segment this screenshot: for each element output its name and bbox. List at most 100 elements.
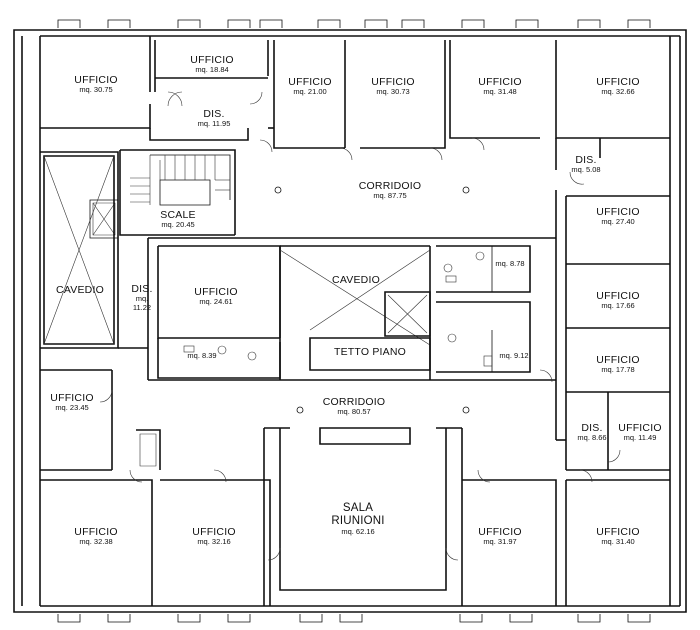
room-area: mq. 5.08 xyxy=(571,165,601,175)
room-area: mq. 24.61 xyxy=(199,297,233,307)
room-ufficio-o: UFFICIO mq. 31.97 xyxy=(478,526,521,547)
room-area: mq. 18.84 xyxy=(195,65,229,75)
room-area: mq. 31.40 xyxy=(601,537,635,547)
room-area: mq. 17.66 xyxy=(601,301,635,311)
room-name: CORRIDOIO xyxy=(322,396,386,408)
room-name: DIS. xyxy=(575,154,597,166)
room-name: UFFICIO xyxy=(288,76,332,88)
room-area: mq. 17.78 xyxy=(601,365,635,375)
room-name: UFFICIO xyxy=(618,422,662,434)
room-ufficio-b: UFFICIO mq. 18.84 xyxy=(190,54,233,75)
corridor-columns xyxy=(274,186,470,414)
room-area: mq. 9.12 xyxy=(499,351,529,360)
room-area: mq. 30.75 xyxy=(79,85,113,95)
room-wc-right: mq. 8.78 xyxy=(495,259,525,269)
room-dis-right: DIS. mq. 5.08 xyxy=(571,154,600,175)
room-ufficio-h: UFFICIO mq. 24.61 xyxy=(194,286,237,307)
room-name: UFFICIO xyxy=(190,54,234,66)
room-ufficio-a: UFFICIO mq. 30.75 xyxy=(74,74,117,95)
room-ufficio-i: UFFICIO mq. 17.66 xyxy=(596,290,639,311)
room-wc-left: mq. 8.39 xyxy=(187,351,217,361)
room-area: mq. 31.97 xyxy=(483,537,517,547)
room-name: DIS. xyxy=(203,108,225,120)
room-name: SCALE xyxy=(160,209,196,221)
right-room-walls xyxy=(555,190,670,471)
room-ufficio-n: UFFICIO mq. 32.16 xyxy=(192,526,235,547)
room-name: UFFICIO xyxy=(50,392,94,404)
room-name: UFFICIO xyxy=(596,354,640,366)
room-area: mq. xyxy=(135,294,149,304)
room-name: UFFICIO xyxy=(371,76,415,88)
room-name: DIS. xyxy=(131,283,153,295)
room-name: UFFICIO xyxy=(478,76,522,88)
room-dis-bottom: DIS. mq. 8.66 xyxy=(577,422,606,443)
room-name: UFFICIO xyxy=(74,526,118,538)
room-wc-right2: mq. 9.12 xyxy=(499,351,529,361)
room-ufficio-e: UFFICIO mq. 31.48 xyxy=(478,76,521,97)
door-swings-bottom xyxy=(99,369,621,561)
room-name: UFFICIO xyxy=(596,526,640,538)
room-ufficio-c: UFFICIO mq. 21.00 xyxy=(288,76,331,97)
room-name: DIS. xyxy=(581,422,603,434)
room-ufficio-f: UFFICIO mq. 32.66 xyxy=(596,76,639,97)
room-sala-riunioni: SALA RIUNIONI mq. 62.16 xyxy=(331,502,384,537)
room-dis-left: DIS. mq. 11.22 xyxy=(131,283,152,312)
room-name: CORRIDOIO xyxy=(358,180,422,192)
central-block-walls xyxy=(118,237,556,381)
room-area: mq. 21.00 xyxy=(293,87,327,97)
room-scale: SCALE mq. 20.45 xyxy=(160,209,195,230)
room-name: CAVEDIO xyxy=(332,274,380,286)
room-area: mq. 11.49 xyxy=(623,433,657,443)
room-name-line2: RIUNIONI xyxy=(331,515,385,528)
room-area: mq. 32.16 xyxy=(197,537,231,547)
room-ufficio-m: UFFICIO mq. 32.38 xyxy=(74,526,117,547)
door-swings-top xyxy=(167,91,585,185)
room-cavedio-center: CAVEDIO xyxy=(332,274,380,286)
room-name: UFFICIO xyxy=(596,290,640,302)
room-ufficio-p: UFFICIO mq. 31.40 xyxy=(596,526,639,547)
room-area: mq. 8.78 xyxy=(495,259,525,268)
room-name: UFFICIO xyxy=(192,526,236,538)
room-area: mq. 80.57 xyxy=(337,407,371,417)
room-area-value: 11.22 xyxy=(132,302,152,312)
room-area: mq. 8.66 xyxy=(577,433,607,443)
room-area: mq. 31.48 xyxy=(483,87,517,97)
room-area: mq. 8.39 xyxy=(187,351,217,360)
window-recesses-top xyxy=(57,19,651,28)
room-name: UFFICIO xyxy=(596,206,640,218)
room-corridoio-top: CORRIDOIO mq. 87.75 xyxy=(359,180,421,201)
window-recesses-bottom xyxy=(57,614,651,623)
room-area: mq. 62.16 xyxy=(341,527,375,537)
room-area: mq. 20.45 xyxy=(161,220,195,230)
room-name: UFFICIO xyxy=(478,526,522,538)
room-area: mq. 32.66 xyxy=(601,87,635,97)
room-area: mq. 27.40 xyxy=(601,217,635,227)
room-ufficio-j: UFFICIO mq. 17.78 xyxy=(596,354,639,375)
room-corridoio-bottom: CORRIDOIO mq. 80.57 xyxy=(323,396,385,417)
top-room-walls xyxy=(40,36,670,170)
room-ufficio-k: UFFICIO mq. 23.45 xyxy=(50,392,93,413)
room-area: mq. 87.75 xyxy=(373,191,407,201)
room-name: UFFICIO xyxy=(74,74,118,86)
room-area: mq. 23.45 xyxy=(55,403,89,413)
room-ufficio-d: UFFICIO mq. 30.73 xyxy=(371,76,414,97)
meeting-room-walls xyxy=(263,427,670,606)
wc-fixtures xyxy=(183,251,493,367)
room-name: TETTO PIANO xyxy=(333,346,407,358)
room-tetto: TETTO PIANO xyxy=(334,346,406,358)
room-ufficio-l: UFFICIO mq. 11.49 xyxy=(618,422,661,443)
room-area: mq. 32.38 xyxy=(79,537,113,547)
room-area: mq. 11.95 xyxy=(197,119,231,129)
left-cavedio xyxy=(40,151,119,349)
outer-walls xyxy=(13,29,687,613)
room-cavedio-left: CAVEDIO xyxy=(56,284,104,296)
room-name: CAVEDIO xyxy=(56,284,104,296)
room-area: mq. 30.73 xyxy=(376,87,410,97)
room-ufficio-g: UFFICIO mq. 27.40 xyxy=(596,206,639,227)
staircase xyxy=(89,149,236,239)
room-name: UFFICIO xyxy=(596,76,640,88)
room-name: UFFICIO xyxy=(194,286,238,298)
room-name: SALA xyxy=(342,502,374,514)
lower-left-walls xyxy=(40,369,271,606)
